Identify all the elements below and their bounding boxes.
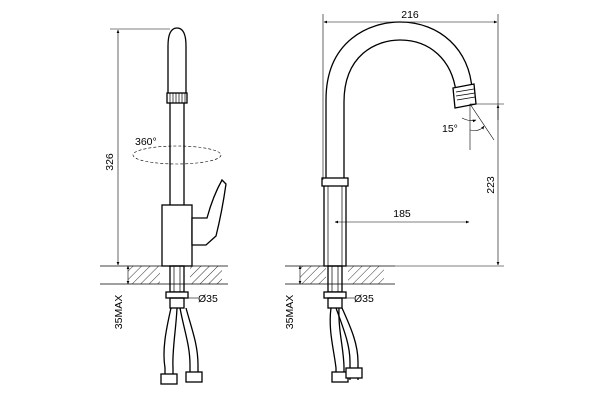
max-label-left: 35MAX — [113, 295, 125, 329]
reach-dimension-185: 185 — [334, 208, 470, 224]
side-view: 360° Ø35 326 — [100, 27, 228, 385]
spout-height-dimension-223: 223 — [395, 103, 504, 267]
reach-label-185: 185 — [393, 208, 411, 220]
countertop-right — [285, 265, 395, 285]
height-dimension-326: 326 — [104, 28, 170, 266]
width-label-216: 216 — [401, 9, 419, 21]
gooseneck-inner — [343, 39, 457, 180]
angle-dimension: 15° — [442, 103, 495, 150]
shank-left — [165, 265, 189, 309]
aerator-side — [166, 92, 188, 104]
rotation-ellipse — [132, 145, 222, 165]
angle-label: 15° — [442, 123, 458, 135]
aerator-front — [452, 83, 477, 109]
front-view: Ø35 35MAX 216 15° 223 — [284, 9, 504, 383]
diameter-label-left: Ø35 — [198, 293, 218, 305]
faucet-base-side — [161, 204, 193, 267]
max-label-right: 35MAX — [284, 295, 296, 329]
shank-right — [323, 265, 347, 309]
countertop-left — [100, 265, 228, 285]
width-dimension-216: 216 — [322, 9, 499, 180]
max-dimension-left: 35MAX — [113, 265, 130, 329]
height-label-326: 326 — [104, 153, 116, 171]
spout-tube-side — [167, 27, 187, 93]
spout-height-label: 223 — [485, 176, 497, 194]
diameter-label-right: Ø35 — [354, 293, 374, 305]
flexible-hoses-right — [329, 307, 363, 383]
flexible-hoses-left — [160, 307, 203, 385]
lever-handle — [191, 178, 227, 246]
max-dimension-right: 35MAX — [284, 265, 302, 329]
gooseneck-outer — [325, 21, 473, 180]
faucet-body-front — [323, 179, 347, 267]
rotation-label: 360° — [135, 136, 157, 148]
